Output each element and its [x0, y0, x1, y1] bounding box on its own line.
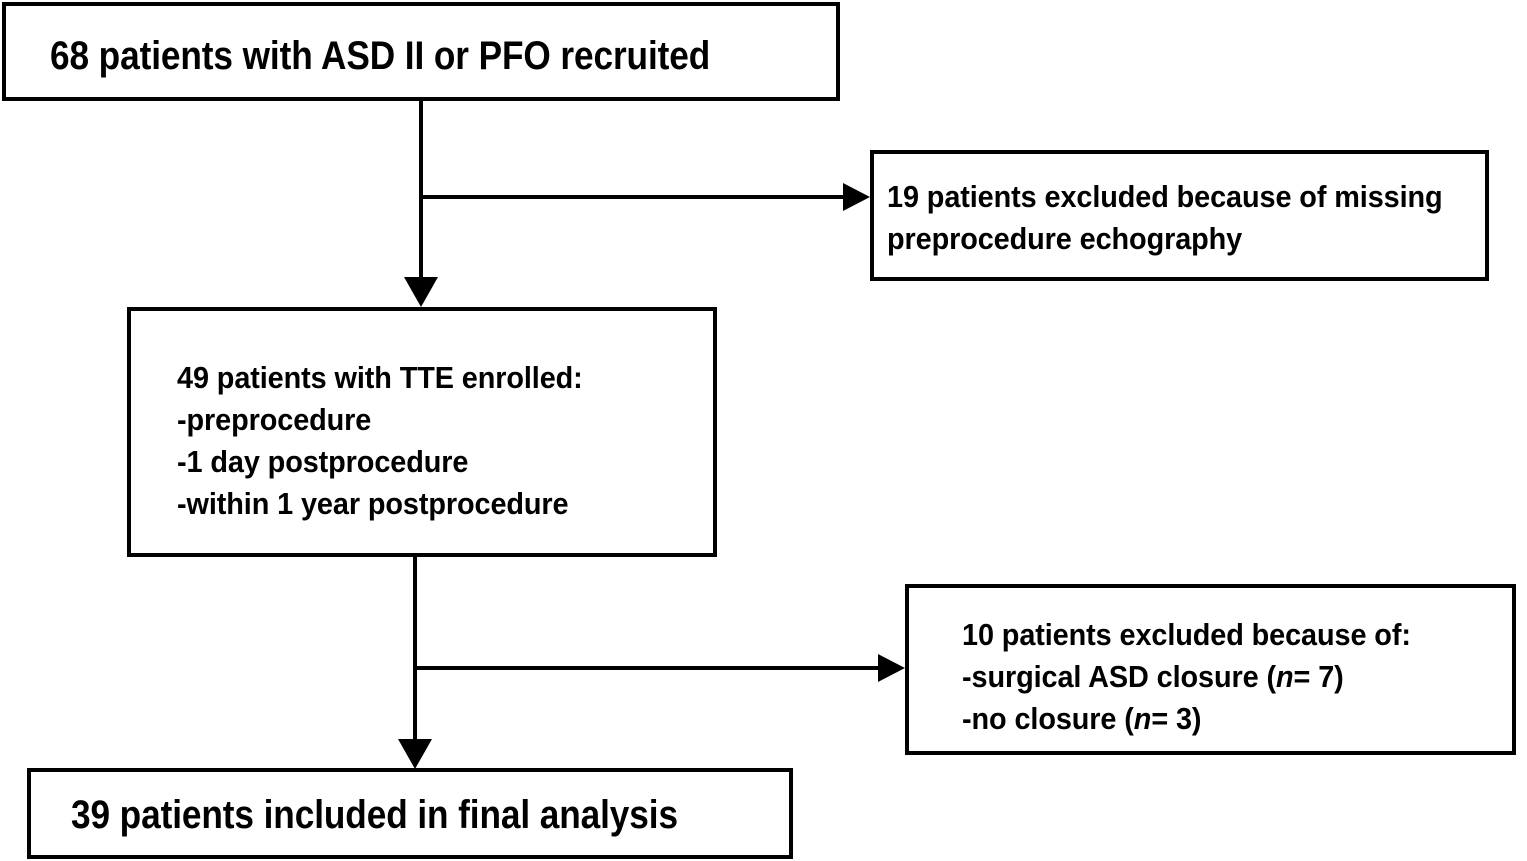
node-final-analysis: 39 patients included in final analysis [27, 768, 793, 859]
node-excluded-closure-line1: 10 patients excluded because of: [962, 617, 1411, 652]
node-excluded-closure-line3-suffix: = 3) [1151, 701, 1202, 736]
node-excluded-closure: 10 patients excluded because of: -surgic… [905, 584, 1516, 755]
node-enrolled-tte-line4: -within 1 year postprocedure [177, 486, 569, 521]
node-enrolled-tte-line1: 49 patients with TTE enrolled: [177, 360, 583, 395]
node-excluded-closure-line2-suffix: = 7) [1293, 659, 1344, 694]
edge-enrolled-to-excluded-arrowhead [878, 654, 905, 682]
node-excluded-closure-line3: -no closure (n= 3) [962, 698, 1202, 740]
edge-recruited-to-enrolled-arrowhead [404, 277, 438, 307]
node-excluded-missing-echo-line1: 19 patients excluded because of missing [887, 179, 1443, 214]
edge-enrolled-to-final-arrowhead [398, 739, 432, 769]
node-excluded-missing-echo: 19 patients excluded because of missing … [870, 150, 1489, 281]
edge-enrolled-to-excluded-line [415, 666, 878, 670]
node-excluded-closure-line3-prefix: -no closure ( [962, 701, 1134, 736]
node-excluded-closure-line2: -surgical ASD closure (n= 7) [962, 656, 1344, 698]
node-enrolled-tte-line3: -1 day postprocedure [177, 444, 469, 479]
node-recruited-label: 68 patients with ASD II or PFO recruited [50, 34, 711, 78]
node-excluded-closure-line2-n: n [1276, 659, 1294, 694]
node-excluded-closure-line3-n: n [1133, 701, 1152, 736]
edge-recruited-to-excluded-arrowhead [843, 183, 870, 211]
node-recruited: 68 patients with ASD II or PFO recruited [2, 2, 840, 101]
node-final-analysis-label: 39 patients included in final analysis [71, 793, 678, 837]
node-enrolled-tte-line2: -preprocedure [177, 402, 372, 437]
edge-recruited-to-enrolled-line [419, 101, 423, 277]
edge-recruited-to-excluded-line [421, 195, 843, 199]
edge-enrolled-to-final-line [413, 557, 417, 739]
node-enrolled-tte: 49 patients with TTE enrolled: -preproce… [127, 307, 717, 557]
node-excluded-missing-echo-line2: preprocedure echography [887, 221, 1243, 256]
node-excluded-closure-line2-prefix: -surgical ASD closure ( [962, 659, 1277, 694]
